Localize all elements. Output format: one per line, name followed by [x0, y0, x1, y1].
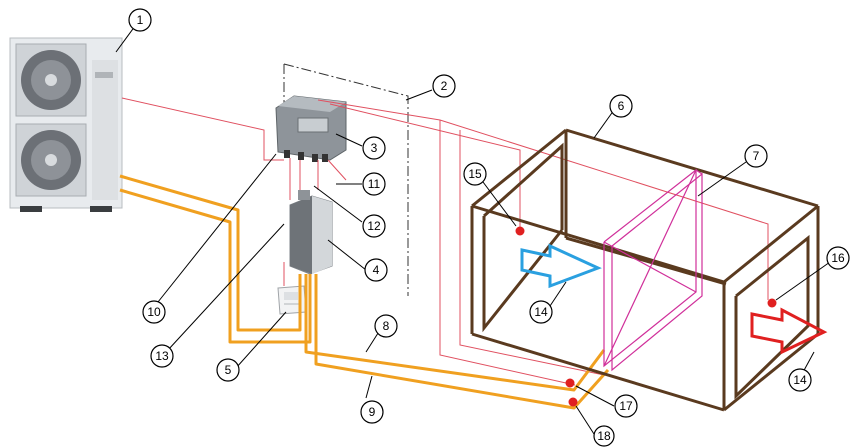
callout-label: 9 — [369, 405, 376, 419]
leader-lines — [115, 21, 831, 435]
callout-9: 9 — [360, 400, 384, 424]
callout-4: 4 — [364, 258, 388, 282]
outdoor-unit — [9, 37, 123, 212]
sensor-gas-pipe — [568, 397, 578, 407]
callout-6: 6 — [609, 94, 633, 118]
air-inlet-arrow — [520, 243, 602, 289]
expansion-valve-kit — [289, 190, 333, 275]
callout-label: 10 — [147, 305, 161, 319]
callout-18: 18 — [593, 425, 615, 447]
control-enclosure-outline — [283, 63, 409, 296]
callout-10: 10 — [142, 300, 166, 324]
callout-label: 14 — [793, 373, 807, 387]
callout-label: 17 — [619, 399, 633, 413]
callout-label: 2 — [441, 79, 448, 93]
evaporator-coil — [603, 168, 703, 372]
callout-17: 17 — [614, 394, 638, 418]
callout-label: 8 — [383, 319, 390, 333]
callout-3: 3 — [362, 136, 386, 160]
callout-1: 1 — [128, 8, 152, 32]
callout-16: 16 — [826, 246, 850, 270]
sensor-air-outlet — [767, 298, 777, 308]
callout-11: 11 — [362, 172, 386, 196]
signal-wires — [121, 97, 769, 386]
control-box — [275, 95, 347, 162]
callout-15: 15 — [463, 162, 487, 186]
callout-13: 13 — [150, 344, 174, 368]
callout-label: 7 — [753, 149, 760, 163]
callout-8: 8 — [374, 314, 398, 338]
refrigerant-pipes — [119, 174, 610, 410]
sensor-air-inlet — [515, 226, 525, 236]
callout-label: 18 — [597, 429, 611, 443]
callout-label: 15 — [468, 167, 482, 181]
callout-label: 5 — [225, 363, 232, 377]
callout-14-outlet: 14 — [788, 368, 812, 392]
callout-7: 7 — [744, 144, 768, 168]
callout-label: 4 — [373, 263, 380, 277]
callout-label: 13 — [155, 349, 169, 363]
callout-14-inlet: 14 — [529, 300, 553, 324]
duct-housing — [470, 128, 820, 412]
callout-12: 12 — [362, 214, 386, 238]
callout-label: 3 — [371, 141, 378, 155]
sensor-liquid-pipe — [565, 378, 575, 388]
callout-label: 11 — [368, 177, 381, 191]
callout-label: 14 — [534, 305, 548, 319]
callout-label: 6 — [618, 99, 625, 113]
callout-label: 16 — [831, 251, 845, 265]
callout-label: 1 — [137, 13, 144, 27]
callout-5: 5 — [216, 358, 240, 382]
callout-label: 12 — [367, 219, 381, 233]
callout-2: 2 — [432, 74, 456, 98]
air-outlet-arrow — [750, 307, 828, 355]
wired-controller — [277, 285, 307, 315]
